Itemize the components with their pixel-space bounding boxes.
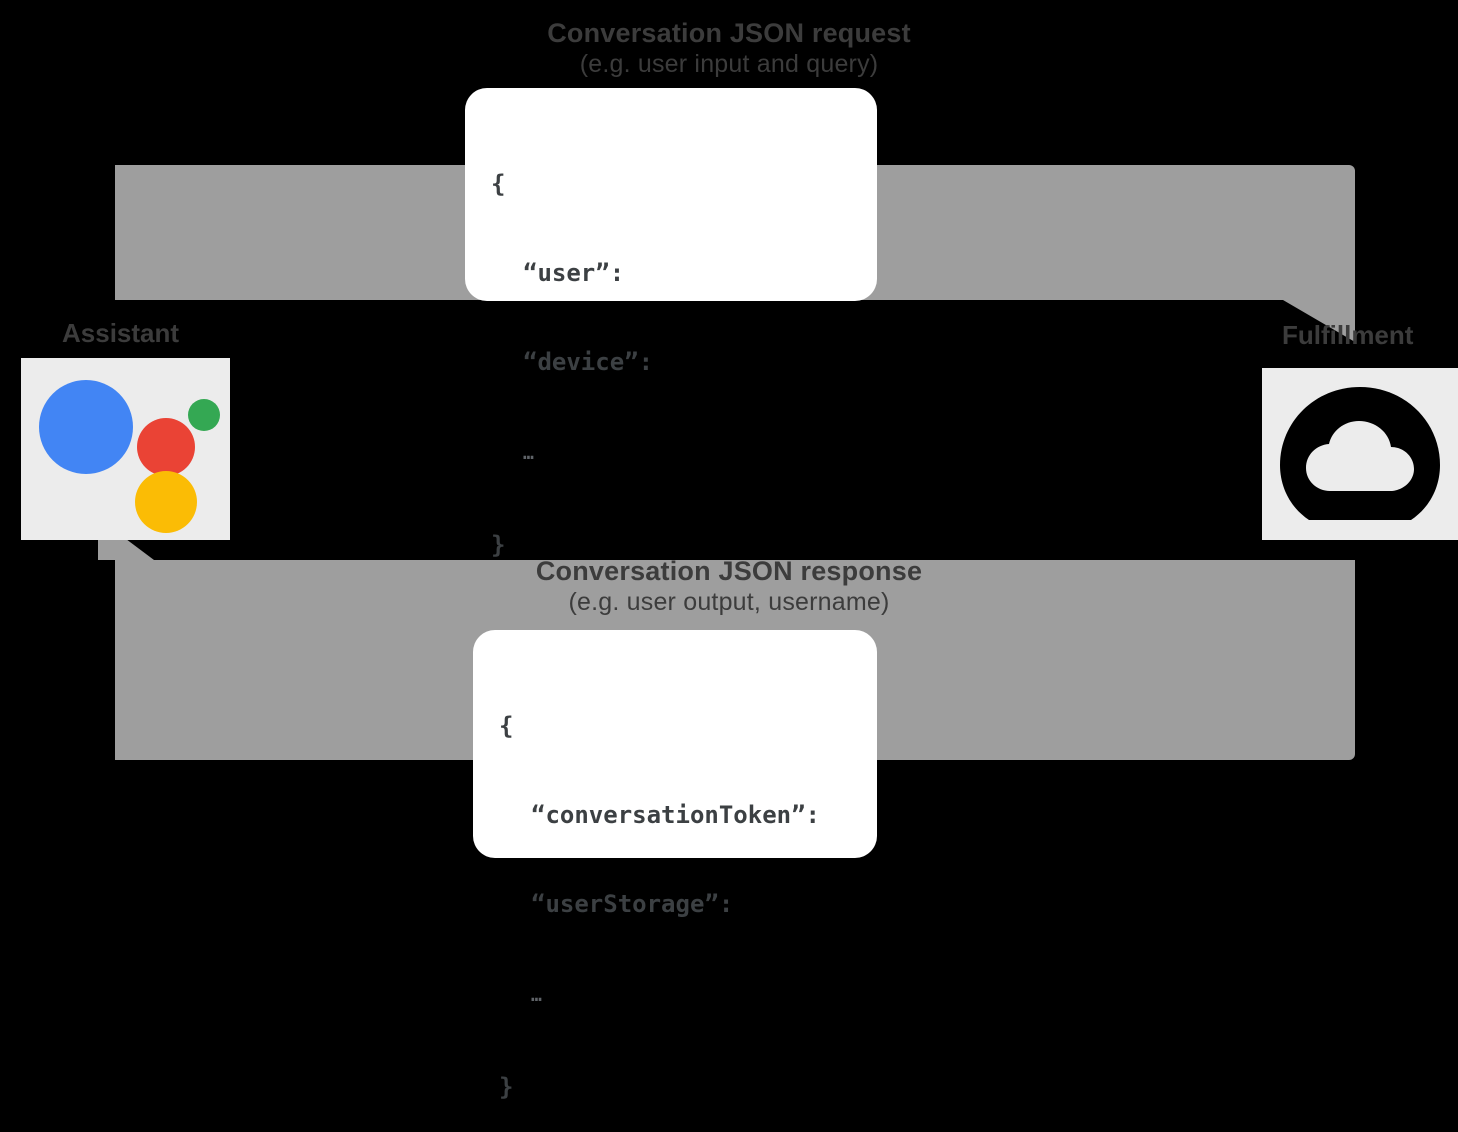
json-close-brace: } <box>499 1072 514 1101</box>
response-caption: Conversation JSON response (e.g. user ou… <box>0 556 1458 617</box>
assistant-label: Assistant <box>62 318 180 348</box>
fulfillment-label: Fulfillment <box>1282 320 1414 350</box>
assistant-tile <box>21 358 230 540</box>
json-open-brace: { <box>499 711 514 740</box>
json-ellipsis: … <box>531 985 544 1007</box>
request-caption-title: Conversation JSON request <box>547 18 911 48</box>
fulfillment-tile <box>1262 368 1458 540</box>
cloud-icon <box>1278 385 1442 525</box>
json-ellipsis: … <box>523 443 536 465</box>
google-assistant-icon-dot-red <box>137 418 195 476</box>
google-assistant-icon-dot-yellow <box>135 471 197 533</box>
request-caption-subtitle: (e.g. user input and query) <box>579 49 879 78</box>
request-caption: Conversation JSON request (e.g. user inp… <box>0 18 1458 79</box>
json-key-conversation-token: “conversationToken”: <box>531 800 820 829</box>
google-assistant-icon-dot-green <box>188 399 220 431</box>
json-key-user-storage: “userStorage”: <box>531 890 734 918</box>
request-json-card: { “user”: “device”: … } <box>465 88 877 559</box>
response-caption-subtitle: (e.g. user output, username) <box>568 587 890 616</box>
google-assistant-icon-dot-blue <box>39 380 133 474</box>
response-json-card: { “conversationToken”: “userStorage”: … … <box>473 630 877 1101</box>
json-key-device: “device”: <box>523 348 654 376</box>
json-close-brace: } <box>491 530 506 559</box>
request-arrow-head <box>1283 300 1355 342</box>
json-open-brace: { <box>491 169 506 198</box>
json-key-user: “user”: <box>523 258 625 287</box>
response-caption-title: Conversation JSON response <box>535 556 923 586</box>
